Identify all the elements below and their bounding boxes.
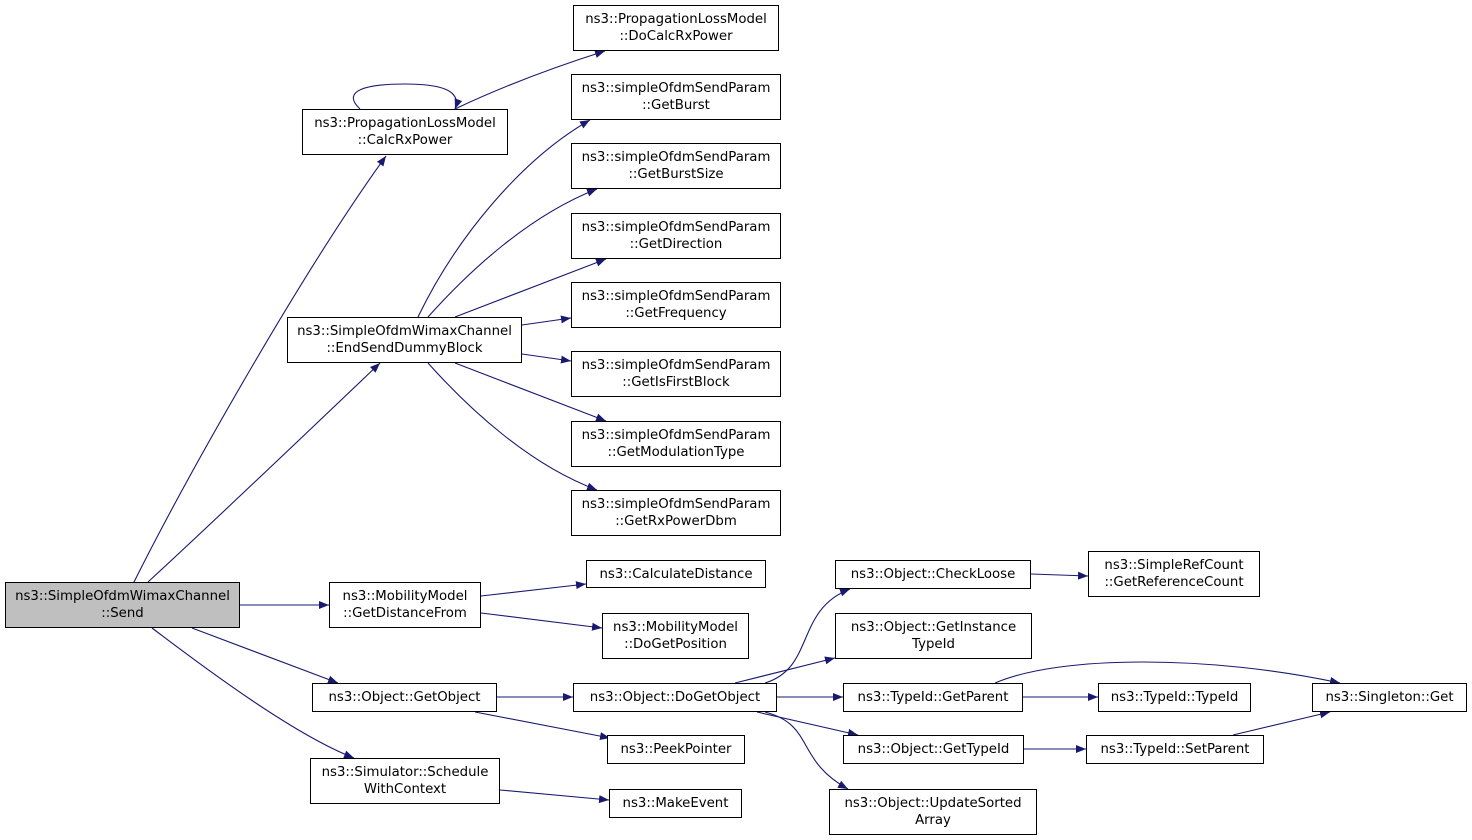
- node-get-distance-from[interactable]: ns3::MobilityModel ::GetDistanceFrom: [329, 582, 481, 628]
- node-update-sorted-array-line-2: Array: [915, 813, 951, 828]
- node-get-burst-line-1: ns3::simpleOfdmSendParam: [581, 81, 771, 96]
- node-get-is-first-block[interactable]: ns3::simpleOfdmSendParam ::GetIsFirstBlo…: [571, 351, 781, 397]
- edge-check-loose-to-get-reference-count: [1030, 571, 1089, 580]
- node-get-rx-power-dbm[interactable]: ns3::simpleOfdmSendParam ::GetRxPowerDbm: [571, 490, 781, 536]
- node-peek-pointer-line-1: ns3::PeekPointer: [620, 742, 732, 757]
- edge-send-to-calc-rx-power: [133, 155, 387, 583]
- edge-end-send-dummy-block-to-get-rx-power-dbm: [427, 362, 598, 491]
- node-get-rx-power-dbm-line-1: ns3::simpleOfdmSendParam: [581, 497, 771, 512]
- node-do-get-object-line-1: ns3::Object::DoGetObject: [589, 690, 761, 705]
- edge-calc-rx-power-self-loop: [352, 83, 463, 110]
- node-get-frequency-line-1: ns3::simpleOfdmSendParam: [581, 289, 771, 304]
- edge-end-send-dummy-block-to-get-burst-size: [427, 188, 598, 318]
- node-check-loose[interactable]: ns3::Object::CheckLoose: [835, 560, 1031, 589]
- edge-end-send-dummy-block-to-get-frequency: [521, 315, 572, 326]
- edge-do-get-object-to-get-instance-type-id: [734, 656, 836, 684]
- edge-send-to-get-object: [191, 627, 339, 684]
- node-make-event[interactable]: ns3::MakeEvent: [609, 789, 742, 818]
- node-get-instance-type-id-line-1: ns3::Object::GetInstance: [850, 620, 1017, 635]
- node-get-modulation-type-line-2: ::GetModulationType: [607, 445, 745, 460]
- node-peek-pointer[interactable]: ns3::PeekPointer: [607, 735, 745, 764]
- node-do-calc-rx-power-line-2: ::DoCalcRxPower: [619, 29, 733, 44]
- edge-do-get-object-to-check-loose: [764, 588, 851, 684]
- node-get-modulation-type-line-1: ns3::simpleOfdmSendParam: [581, 428, 771, 443]
- node-update-sorted-array[interactable]: ns3::Object::UpdateSorted Array: [829, 789, 1037, 835]
- node-get-burst-size[interactable]: ns3::simpleOfdmSendParam ::GetBurstSize: [571, 143, 781, 189]
- node-get-reference-count-line-2: ::GetReferenceCount: [1104, 575, 1244, 590]
- node-send: ns3::SimpleOfdmWimaxChannel ::Send: [5, 582, 240, 628]
- node-get-frequency[interactable]: ns3::simpleOfdmSendParam ::GetFrequency: [571, 282, 781, 328]
- node-get-instance-type-id[interactable]: ns3::Object::GetInstance TypeId: [835, 613, 1032, 659]
- node-schedule-with-context-line-1: ns3::Simulator::Schedule: [321, 765, 489, 780]
- node-get-is-first-block-line-2: ::GetIsFirstBlock: [622, 375, 730, 390]
- node-type-id[interactable]: ns3::TypeId::TypeId: [1098, 683, 1251, 712]
- node-get-instance-type-id-line-2: TypeId: [912, 637, 955, 652]
- node-get-parent[interactable]: ns3::TypeId::GetParent: [843, 683, 1023, 712]
- node-schedule-with-context-line-2: WithContext: [363, 782, 447, 797]
- node-get-burst-line-2: ::GetBurst: [642, 98, 710, 113]
- node-set-parent[interactable]: ns3::TypeId::SetParent: [1086, 735, 1264, 764]
- node-get-distance-from-line-1: ns3::MobilityModel: [342, 589, 468, 604]
- node-make-event-line-1: ns3::MakeEvent: [622, 796, 729, 811]
- node-end-send-dummy-block[interactable]: ns3::SimpleOfdmWimaxChannel ::EndSendDum…: [287, 317, 522, 363]
- node-check-loose-line-1: ns3::Object::CheckLoose: [850, 567, 1016, 582]
- edge-end-send-dummy-block-to-get-direction: [454, 258, 607, 318]
- node-get-object-line-1: ns3::Object::GetObject: [328, 690, 481, 705]
- node-calculate-distance-line-1: ns3::CalculateDistance: [599, 566, 753, 582]
- node-send-line-2: ::Send: [101, 606, 144, 621]
- node-do-get-position[interactable]: ns3::MobilityModel ::DoGetPosition: [602, 613, 749, 659]
- edge-do-get-object-to-update-sorted-array: [764, 711, 849, 790]
- node-get-direction-line-1: ns3::simpleOfdmSendParam: [581, 220, 771, 235]
- node-get-parent-line-1: ns3::TypeId::GetParent: [857, 690, 1009, 705]
- node-get-object[interactable]: ns3::Object::GetObject: [312, 683, 497, 712]
- node-send-line-1: ns3::SimpleOfdmWimaxChannel: [15, 589, 230, 604]
- edge-calc-rx-power-to-do-calc-rx-power: [454, 50, 606, 110]
- node-get-burst-size-line-2: ::GetBurstSize: [628, 167, 724, 182]
- node-schedule-with-context[interactable]: ns3::Simulator::Schedule WithContext: [310, 758, 500, 804]
- edge-get-distance-from-to-calculate-distance: [480, 581, 587, 597]
- node-do-get-object[interactable]: ns3::Object::DoGetObject: [573, 683, 777, 712]
- node-get-is-first-block-line-1: ns3::simpleOfdmSendParam: [581, 358, 771, 373]
- edge-end-send-dummy-block-to-get-is-first-block: [521, 353, 572, 364]
- edge-get-object-to-peek-pointer: [474, 711, 611, 741]
- node-calc-rx-power-line-1: ns3::PropagationLossModel: [314, 116, 496, 131]
- edge-set-parent-to-singleton-get: [1232, 710, 1331, 736]
- node-get-direction-line-2: ::GetDirection: [629, 237, 723, 252]
- node-singleton-get-line-1: ns3::Singleton::Get: [1325, 690, 1454, 705]
- node-do-get-position-line-1: ns3::MobilityModel: [613, 620, 738, 635]
- edge-do-get-object-to-get-type-id: [756, 711, 859, 737]
- edge-end-send-dummy-block-to-get-modulation-type: [454, 362, 607, 422]
- node-get-type-id-line-1: ns3::Object::GetTypeId: [857, 742, 1010, 757]
- node-do-calc-rx-power-line-1: ns3::PropagationLossModel: [585, 12, 767, 27]
- edge-end-send-dummy-block-to-get-burst: [417, 119, 591, 318]
- node-end-send-dummy-block-line-2: ::EndSendDummyBlock: [326, 341, 483, 356]
- node-get-direction[interactable]: ns3::simpleOfdmSendParam ::GetDirection: [571, 213, 781, 259]
- node-type-id-line-1: ns3::TypeId::TypeId: [1110, 690, 1239, 705]
- node-get-modulation-type[interactable]: ns3::simpleOfdmSendParam ::GetModulation…: [571, 421, 781, 467]
- edge-send-to-schedule-with-context: [151, 627, 355, 759]
- node-get-rx-power-dbm-line-2: ::GetRxPowerDbm: [615, 514, 737, 529]
- edge-schedule-with-context-to-make-event: [499, 789, 610, 804]
- edge-send-to-end-send-dummy-block: [147, 362, 381, 583]
- node-do-get-position-line-2: ::DoGetPosition: [624, 637, 727, 652]
- node-get-frequency-line-2: ::GetFrequency: [625, 306, 727, 321]
- node-get-distance-from-line-2: ::GetDistanceFrom: [343, 606, 467, 621]
- node-calc-rx-power[interactable]: ns3::PropagationLossModel ::CalcRxPower: [302, 109, 508, 155]
- edge-get-distance-from-to-do-get-position: [480, 612, 603, 631]
- node-do-calc-rx-power[interactable]: ns3::PropagationLossModel ::DoCalcRxPowe…: [573, 5, 779, 51]
- node-end-send-dummy-block-line-1: ns3::SimpleOfdmWimaxChannel: [297, 324, 512, 339]
- node-get-type-id[interactable]: ns3::Object::GetTypeId: [843, 735, 1024, 764]
- node-update-sorted-array-line-1: ns3::Object::UpdateSorted: [844, 796, 1022, 811]
- node-get-burst-size-line-1: ns3::simpleOfdmSendParam: [581, 150, 771, 165]
- node-set-parent-line-1: ns3::TypeId::SetParent: [1100, 742, 1250, 757]
- node-singleton-get[interactable]: ns3::Singleton::Get: [1312, 683, 1467, 712]
- node-calculate-distance[interactable]: ns3::CalculateDistance: [586, 560, 766, 588]
- edge-get-parent-to-singleton-get: [994, 661, 1341, 685]
- node-get-burst[interactable]: ns3::simpleOfdmSendParam ::GetBurst: [571, 74, 781, 120]
- node-get-reference-count-line-1: ns3::SimpleRefCount: [1104, 558, 1244, 573]
- node-get-reference-count[interactable]: ns3::SimpleRefCount ::GetReferenceCount: [1088, 551, 1260, 597]
- node-calc-rx-power-line-2: ::CalcRxPower: [357, 133, 453, 148]
